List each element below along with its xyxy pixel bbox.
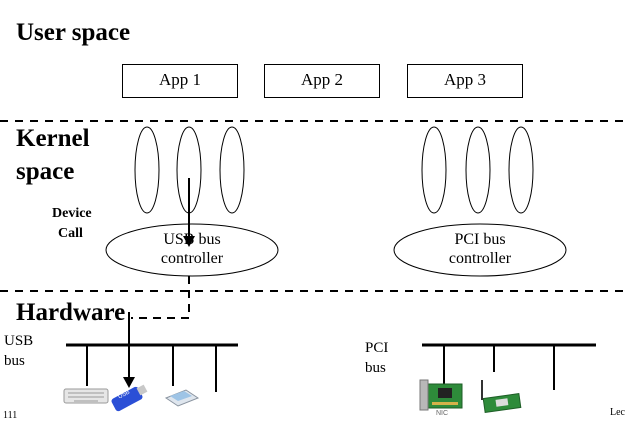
device-call-label-line1: Device [52, 206, 92, 221]
footer-right-text: Lec [610, 407, 625, 418]
slide-number: 111 [3, 410, 18, 421]
pci-bus-label: PCI bus [365, 338, 388, 379]
user-space-title: User space [16, 19, 131, 46]
kernel-space-title-line2: space [16, 158, 75, 185]
device-call-arrowhead [183, 236, 195, 247]
usb-controller-label-line1: USB bus [163, 231, 221, 248]
pci-bus-label-line1: PCI [365, 340, 389, 356]
usb-bus-label: USB bus [4, 331, 33, 372]
nic-card-icon [419, 379, 463, 411]
app-3-box: App 3 [407, 64, 523, 98]
usb-bus-label-line2: bus [4, 353, 25, 370]
usb-controller-label: USB bus controller [142, 230, 242, 268]
usb-driver-ellipse-1 [134, 126, 160, 214]
keyboard-icon [63, 388, 109, 404]
hardware-title: Hardware [16, 299, 126, 326]
nic-label: NIC [436, 410, 449, 417]
app-3-label: App 3 [443, 70, 487, 89]
usb-controller-ellipse [105, 223, 279, 277]
device-call-label-line2: Call [58, 226, 83, 241]
wireless-card-icon [481, 380, 522, 414]
kernel-space-title-line1: Kernel [16, 125, 90, 152]
pci-controller-ellipse [393, 223, 567, 277]
pci-controller-label: PCI bus controller [430, 230, 530, 268]
usb-bus-label-line1: USB [4, 333, 34, 349]
usb-driver-ellipse-3 [219, 126, 245, 214]
pci-controller-label-line2: controller [448, 250, 512, 268]
app-1-box: App 1 [122, 64, 238, 98]
app-1-label: App 1 [158, 70, 202, 89]
pci-driver-ellipse-1 [421, 126, 447, 214]
scanner-icon [164, 389, 200, 407]
app-2-box: App 2 [264, 64, 380, 98]
app-2-label: App 2 [300, 70, 344, 89]
pci-bus-label-line2: bus [365, 360, 386, 377]
usb-controller-label-line2: controller [160, 250, 224, 268]
pci-controller-label-line1: PCI bus [454, 231, 506, 248]
usb-drive-icon [111, 384, 148, 412]
bus-to-device-arrowhead [123, 377, 135, 388]
controller-to-bus-path [131, 276, 190, 319]
pci-driver-ellipse-2 [465, 126, 491, 214]
pci-driver-ellipse-3 [508, 126, 534, 214]
